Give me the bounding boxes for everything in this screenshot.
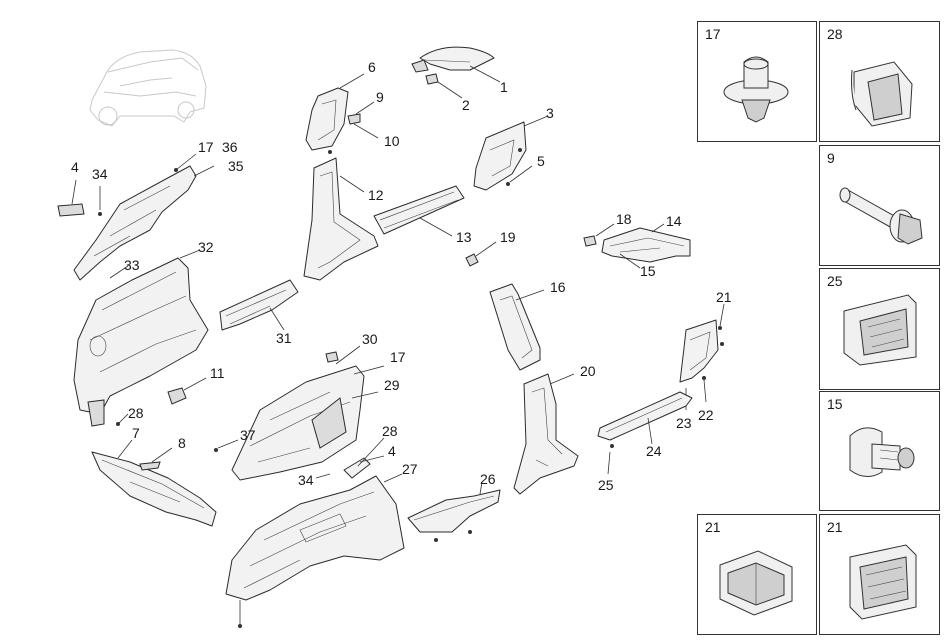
- callout-15: 15: [640, 263, 656, 279]
- callout-29: 29: [384, 377, 400, 393]
- callout-10: 10: [384, 133, 400, 149]
- callout-5: 5: [537, 153, 545, 169]
- callout-13: 13: [456, 229, 472, 245]
- detail-box-17: 17: [697, 21, 817, 142]
- part-6-pillar-trim: [305, 73, 379, 151]
- detail-box-label: 21: [705, 519, 721, 535]
- callout-20: 20: [580, 363, 596, 379]
- callout-12: 12: [368, 187, 384, 203]
- callout-33: 33: [124, 257, 140, 273]
- retainer-nut-icon: [849, 427, 915, 477]
- square-clip-icon: [851, 61, 913, 127]
- detail-box-label: 15: [827, 396, 843, 412]
- callout-14: 14: [666, 213, 682, 229]
- detail-box-label: 21: [827, 519, 843, 535]
- part-26-trim: [407, 481, 501, 542]
- detail-box-label: 25: [827, 273, 843, 289]
- spring-clip-icon: [843, 294, 917, 366]
- callout-35: 35: [228, 158, 244, 174]
- callout-9: 9: [376, 89, 384, 105]
- callout-32: 32: [198, 239, 214, 255]
- part-31-trim: [219, 279, 299, 331]
- detail-box-label: 9: [827, 150, 835, 166]
- callout-27: 27: [402, 461, 418, 477]
- callout-17b: 17: [390, 349, 406, 365]
- box-clip-icon: [719, 550, 793, 616]
- part-11-hook: [167, 377, 207, 405]
- callout-8: 8: [178, 435, 186, 451]
- callout-24: 24: [646, 443, 662, 459]
- callout-23: 23: [676, 415, 692, 431]
- callout-26: 26: [480, 471, 496, 487]
- part-20-pillar-trim: [513, 373, 579, 495]
- detail-box-15: 15: [819, 391, 940, 511]
- callout-28b: 28: [382, 423, 398, 439]
- part-13-sill-trim: [373, 185, 465, 237]
- callout-37: 37: [240, 427, 256, 443]
- callout-17: 17: [198, 139, 214, 155]
- callout-6: 6: [368, 59, 376, 75]
- callout-4b: 4: [388, 443, 396, 459]
- callout-31: 31: [276, 330, 292, 346]
- callout-labels: 1 2 3 4 34 5 6 9 10 17 36 35 12 13 14 18…: [71, 59, 732, 493]
- flange-bolt-icon: [839, 187, 923, 245]
- part-27-lower-quarter-trim: [225, 473, 405, 628]
- metal-clip-icon: [849, 544, 917, 620]
- part-23-pillar-trim: [679, 303, 725, 410]
- callout-36: 36: [222, 139, 238, 155]
- part-14-bracket: [583, 223, 691, 269]
- detail-box-label: 28: [827, 26, 843, 42]
- part-7-lower-trim: [91, 413, 217, 527]
- callout-7: 7: [132, 425, 140, 441]
- callout-18: 18: [616, 211, 632, 227]
- callout-25: 25: [598, 477, 614, 493]
- part-24-sill-trim: [597, 391, 693, 475]
- detail-box-21b: 21: [819, 514, 940, 635]
- callout-21: 21: [716, 289, 732, 305]
- detail-box-25: 25: [819, 268, 940, 390]
- part-36-upper-trim: [57, 153, 215, 281]
- detail-box-21a: 21: [697, 514, 817, 635]
- callout-30: 30: [362, 331, 378, 347]
- callout-22: 22: [698, 407, 714, 423]
- callout-11: 11: [210, 365, 225, 381]
- callout-4: 4: [71, 159, 79, 175]
- callout-16: 16: [550, 279, 566, 295]
- detail-box-9: 9: [819, 145, 940, 266]
- callout-3: 3: [546, 105, 554, 121]
- detail-box-28: 28: [819, 21, 940, 142]
- part-29-quarter-trim: [214, 345, 385, 481]
- callout-28: 28: [128, 405, 144, 421]
- part-16-pillar-trim: [489, 283, 545, 371]
- part-4-clip: [315, 437, 385, 479]
- part-3-pillar-trim: [473, 115, 549, 191]
- part-19-clip: [465, 241, 497, 267]
- part-1-trim: [411, 46, 501, 99]
- callout-19: 19: [500, 229, 516, 245]
- callout-2: 2: [462, 97, 470, 113]
- push-clip-icon: [723, 56, 789, 123]
- callout-34: 34: [92, 166, 108, 182]
- callout-34b: 34: [298, 472, 314, 488]
- part-12-pillar-trim: [303, 150, 379, 281]
- part-32-quarter-panel: [73, 249, 209, 427]
- callout-1: 1: [500, 79, 508, 95]
- vehicle-locator-icon: [89, 49, 207, 127]
- detail-box-label: 17: [705, 26, 721, 42]
